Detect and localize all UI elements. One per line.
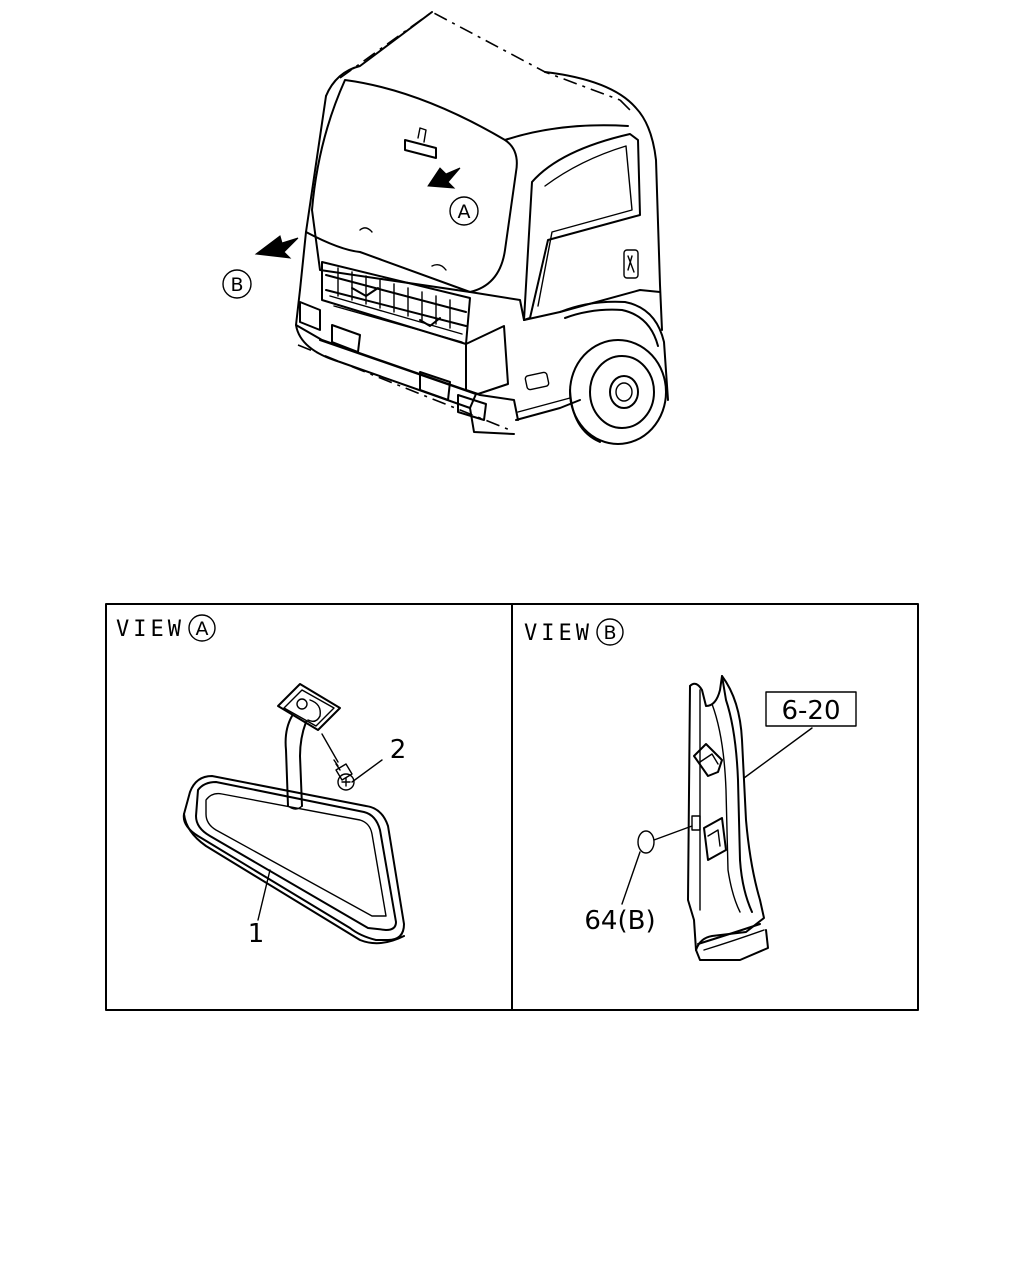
view-b-prefix: VIEW [524, 621, 593, 646]
a-pillar-illustration [621, 675, 813, 961]
screw-icon [333, 759, 355, 791]
reference-box: 6-20 [765, 691, 857, 727]
callout-a-label: A [458, 201, 471, 223]
callout-b-label: B [230, 274, 243, 296]
part-label-mirror: 1 [248, 919, 265, 949]
view-b-title: VIEW B [524, 618, 624, 646]
view-a-letter: A [196, 618, 209, 640]
view-a-title: VIEW A [116, 614, 216, 642]
view-b-letter: B [603, 622, 616, 644]
callout-a: A [449, 196, 479, 226]
part-label-screw: 2 [390, 735, 407, 765]
reference-box-label: 6-20 [781, 696, 840, 726]
truck-cab-illustration [254, 11, 669, 445]
view-a-prefix: VIEW [116, 617, 185, 642]
plug-icon [637, 830, 655, 854]
part-label-plug: 64(B) [584, 906, 655, 936]
callout-b: B [222, 269, 252, 299]
rear-view-mirror-illustration [182, 683, 405, 945]
